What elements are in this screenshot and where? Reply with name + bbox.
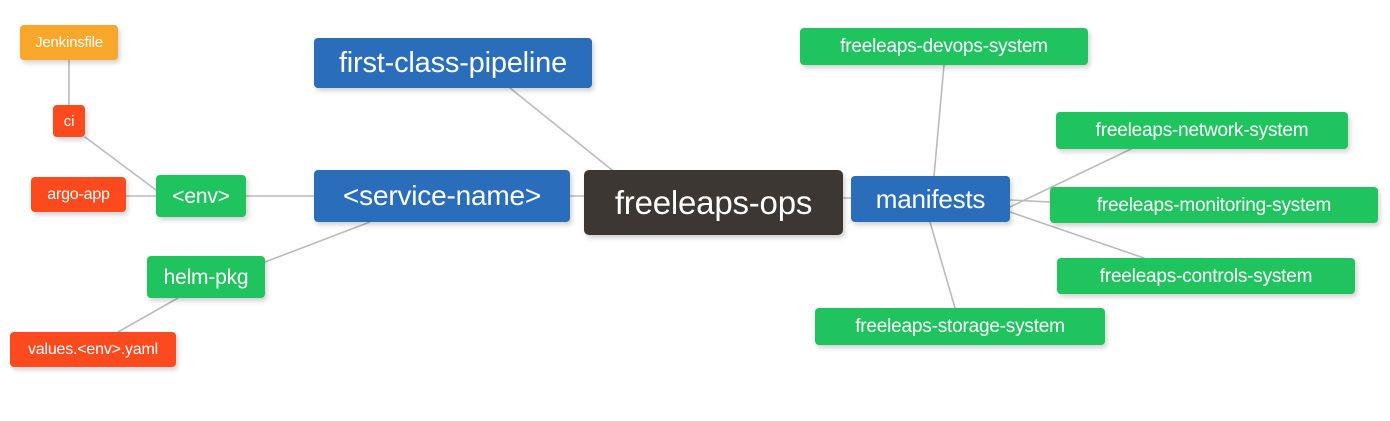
edge-manifests-to-devops-system: [933, 64, 945, 177]
node-manifests[interactable]: manifests: [851, 176, 1010, 222]
node-jenkinsfile[interactable]: Jenkinsfile: [20, 25, 118, 60]
node-storage-system[interactable]: freeleaps-storage-system: [815, 308, 1105, 345]
node-freeleaps-ops[interactable]: freeleaps-ops: [584, 170, 843, 235]
node-service-name[interactable]: <service-name>: [314, 170, 570, 222]
node-controls-system[interactable]: freeleaps-controls-system: [1057, 258, 1355, 294]
node-devops-system[interactable]: freeleaps-devops-system: [800, 28, 1088, 65]
node-ci[interactable]: ci: [53, 105, 85, 137]
edge-values-yaml-to-helm-pkg: [117, 297, 179, 333]
node-env[interactable]: <env>: [156, 175, 246, 217]
edge-helm-pkg-to-service-name: [264, 221, 371, 263]
node-argo-app[interactable]: argo-app: [31, 177, 126, 212]
edge-first-class-pipeline-to-freeleaps-ops: [509, 87, 613, 171]
edge-manifests-to-monitoring-system: [1009, 199, 1051, 203]
node-network-system[interactable]: freeleaps-network-system: [1056, 112, 1348, 149]
node-first-class-pipeline[interactable]: first-class-pipeline: [314, 38, 592, 88]
node-monitoring-system[interactable]: freeleaps-monitoring-system: [1050, 187, 1378, 223]
node-values-yaml[interactable]: values.<env>.yaml: [10, 332, 176, 367]
edge-manifests-to-storage-system: [929, 221, 956, 309]
node-helm-pkg[interactable]: helm-pkg: [147, 256, 265, 298]
